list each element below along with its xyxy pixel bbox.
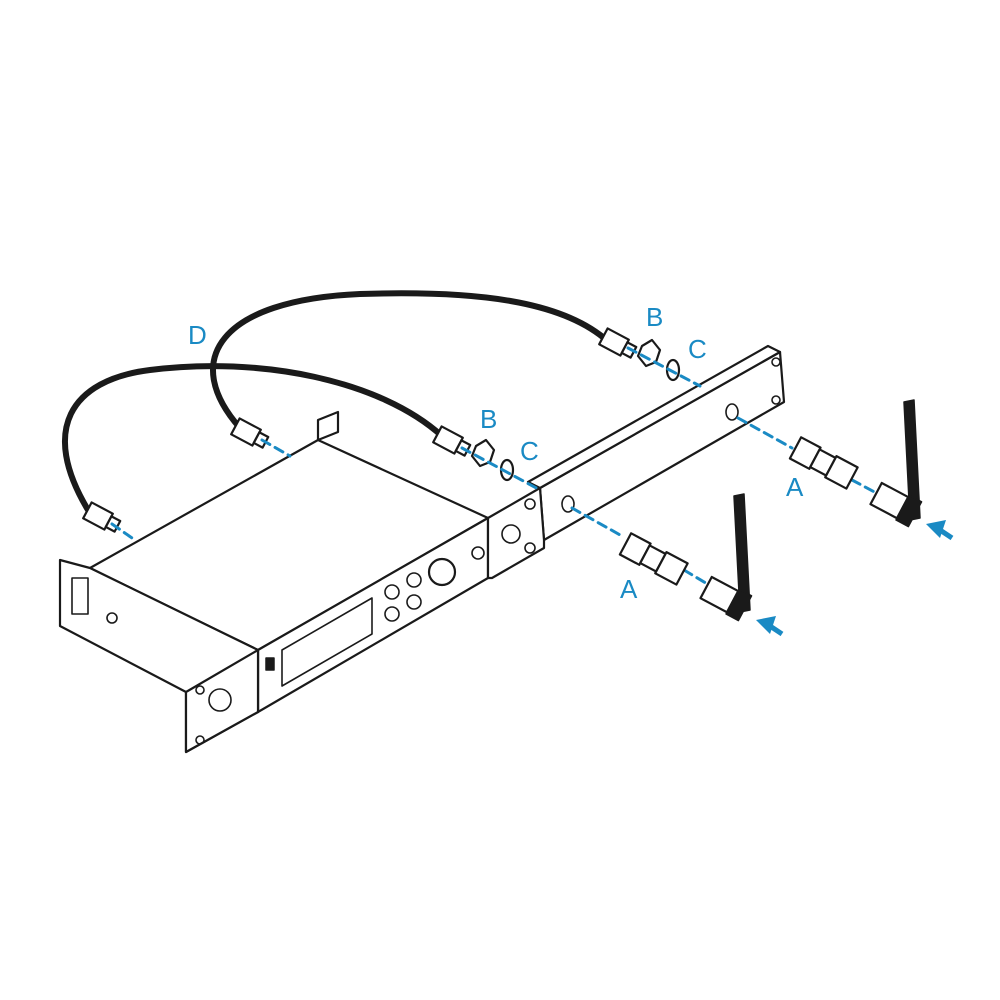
label-nut-lower: B bbox=[480, 404, 497, 434]
label-cable: D bbox=[188, 320, 207, 350]
push-arrow-lower-icon bbox=[756, 616, 784, 637]
receiver-display bbox=[281, 597, 373, 687]
bnc-connector-3 bbox=[432, 425, 472, 457]
bracket-knob bbox=[501, 524, 521, 544]
bracket-hole-lower bbox=[561, 495, 575, 513]
jog-wheel bbox=[427, 557, 457, 587]
receiver-rear-lip bbox=[316, 410, 340, 442]
label-washer-upper: C bbox=[688, 334, 707, 364]
receiver-unit bbox=[58, 410, 490, 754]
label-adapter-lower: A bbox=[620, 574, 638, 604]
left-rack-ear-front bbox=[184, 648, 260, 754]
antenna-lower-rod bbox=[733, 493, 751, 613]
antenna-upper-rod bbox=[903, 399, 921, 521]
push-arrow-upper-icon bbox=[926, 520, 954, 541]
bnc-connector-1 bbox=[82, 501, 122, 533]
antenna-upper bbox=[869, 399, 923, 528]
bracket-hole-upper bbox=[725, 403, 739, 421]
antenna-lower bbox=[699, 493, 753, 622]
bnc-connector-2 bbox=[230, 417, 270, 449]
ear-hole bbox=[208, 688, 232, 712]
receiver-buttons bbox=[384, 572, 422, 622]
label-adapter-upper: A bbox=[786, 472, 804, 502]
bnc-connector-4 bbox=[598, 327, 638, 359]
hardware-parts bbox=[470, 338, 681, 482]
ear-screw bbox=[106, 612, 118, 624]
brand-logo-icon bbox=[265, 657, 275, 671]
adapter-lower bbox=[618, 532, 689, 586]
headphone-jack bbox=[471, 546, 485, 560]
adapter-upper bbox=[788, 436, 859, 490]
bracket-side-plate bbox=[486, 486, 546, 580]
antenna-cables bbox=[61, 290, 607, 513]
cable-upper bbox=[210, 290, 607, 431]
cable-lower bbox=[61, 363, 445, 513]
ear-slot bbox=[71, 577, 89, 615]
label-nut-upper: B bbox=[646, 302, 663, 332]
label-washer-lower: C bbox=[520, 436, 539, 466]
